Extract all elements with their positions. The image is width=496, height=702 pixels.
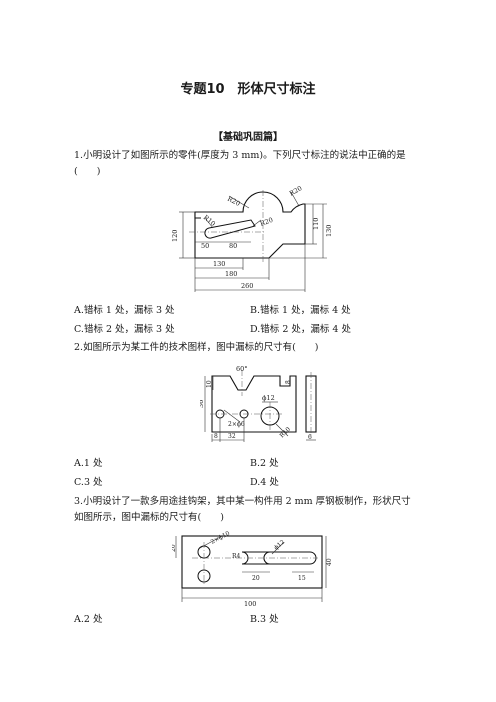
q1-r20-slot-leader: [252, 219, 262, 227]
q3-slot-right: [263, 551, 317, 565]
q1-label-r20-right: R20: [288, 184, 303, 198]
q3-label-100: 100: [244, 600, 256, 608]
q1-label-260: 260: [241, 282, 253, 290]
q3-label-20-mid: 20: [252, 575, 260, 582]
q1-label-80: 80: [229, 242, 237, 250]
q1-r20-right-leader: [290, 191, 300, 207]
q1-label-r20-top: R20: [226, 195, 241, 208]
q1-r10-leader: [204, 217, 214, 229]
q1-label-120: 120: [171, 230, 179, 242]
q1-label-130-right: 130: [325, 225, 333, 237]
question-3-line-2: 如图所示，图中漏标的尺寸有( ): [74, 512, 224, 523]
q1-label-180: 180: [225, 270, 237, 278]
q1-r20-top-leader: [228, 195, 250, 209]
q2-label-8-bottom: 8: [214, 433, 218, 440]
q2-label-32: 32: [228, 433, 236, 440]
q2-label-2phi6: 2×ϕ6: [228, 421, 245, 428]
question-1-text: 1.小明设计了如图所示的零件(厚度为 3 mm)。下列尺寸标注的说法中正确的是 …: [74, 148, 434, 180]
q2-option-a[interactable]: A.1 处: [74, 458, 103, 469]
q2-label-8-top: 8: [285, 380, 292, 384]
question-1-line-1: 1.小明设计了如图所示的零件(厚度为 3 mm)。下列尺寸标注的说法中正确的是: [74, 150, 406, 161]
page-title: 专题10 形体尺寸标注: [180, 82, 316, 97]
q1-label-130-bottom: 130: [213, 260, 225, 268]
question-1-line-2: ( ): [74, 166, 101, 177]
q3-label-15: 15: [298, 575, 306, 582]
q1-slot: [204, 219, 256, 239]
question-1-figure: R20 R20 R10 R20 50 80 120 110 130 130 18…: [171, 184, 333, 292]
q2-label-6: 6: [308, 434, 312, 441]
question-3-figure: 2×ϕ10 R4 ϕ12 20 20 15 40 100: [172, 530, 332, 608]
q1-label-50: 50: [201, 242, 209, 250]
q3-label-r4: R4: [232, 553, 241, 560]
q3-label-40: 40: [326, 558, 332, 566]
question-3-text: 3.小明设计了一款多用途挂钩架，其中某一构件用 2 mm 厚钢板制作，形状尺寸 …: [74, 494, 434, 526]
q2-option-b[interactable]: B.2 处: [250, 458, 279, 469]
q3-label-20-left: 20: [172, 544, 177, 552]
question-3-line-1: 3.小明设计了一款多用途挂钩架，其中某一构件用 2 mm 厚钢板制作，形状尺寸: [74, 496, 411, 507]
q1-option-c[interactable]: C.错标 2 处，漏标 3 处: [74, 324, 175, 335]
q1-top-notch: [194, 212, 201, 219]
question-2-figure: 60° 36 10 8 ϕ12 2×ϕ6 R10 8 32 6: [200, 365, 317, 442]
q2-label-phi12: ϕ12: [262, 394, 275, 402]
q1-option-a[interactable]: A.错标 1 处，漏标 3 处: [74, 305, 175, 316]
q3-option-b[interactable]: B.3 处: [250, 614, 279, 625]
q3-option-a[interactable]: A.2 处: [74, 614, 103, 625]
q2-option-d[interactable]: D.4 处: [250, 477, 279, 488]
q1-label-110: 110: [312, 218, 320, 230]
q2-front-view: [211, 375, 297, 433]
q2-option-c[interactable]: C.3 处: [74, 477, 103, 488]
q2-label-36: 36: [200, 400, 205, 408]
section-heading: 【基础巩固篇】: [213, 132, 283, 143]
q2-label-60: 60°: [236, 365, 248, 373]
q2-label-10: 10: [206, 380, 213, 388]
question-2-text: 2.如图所示为某工件的技术图样，图中漏标的尺寸有( ): [74, 342, 319, 353]
q1-option-b[interactable]: B.错标 1 处，漏标 4 处: [250, 305, 351, 316]
q1-option-d[interactable]: D.错标 2 处，漏标 4 处: [250, 324, 351, 335]
